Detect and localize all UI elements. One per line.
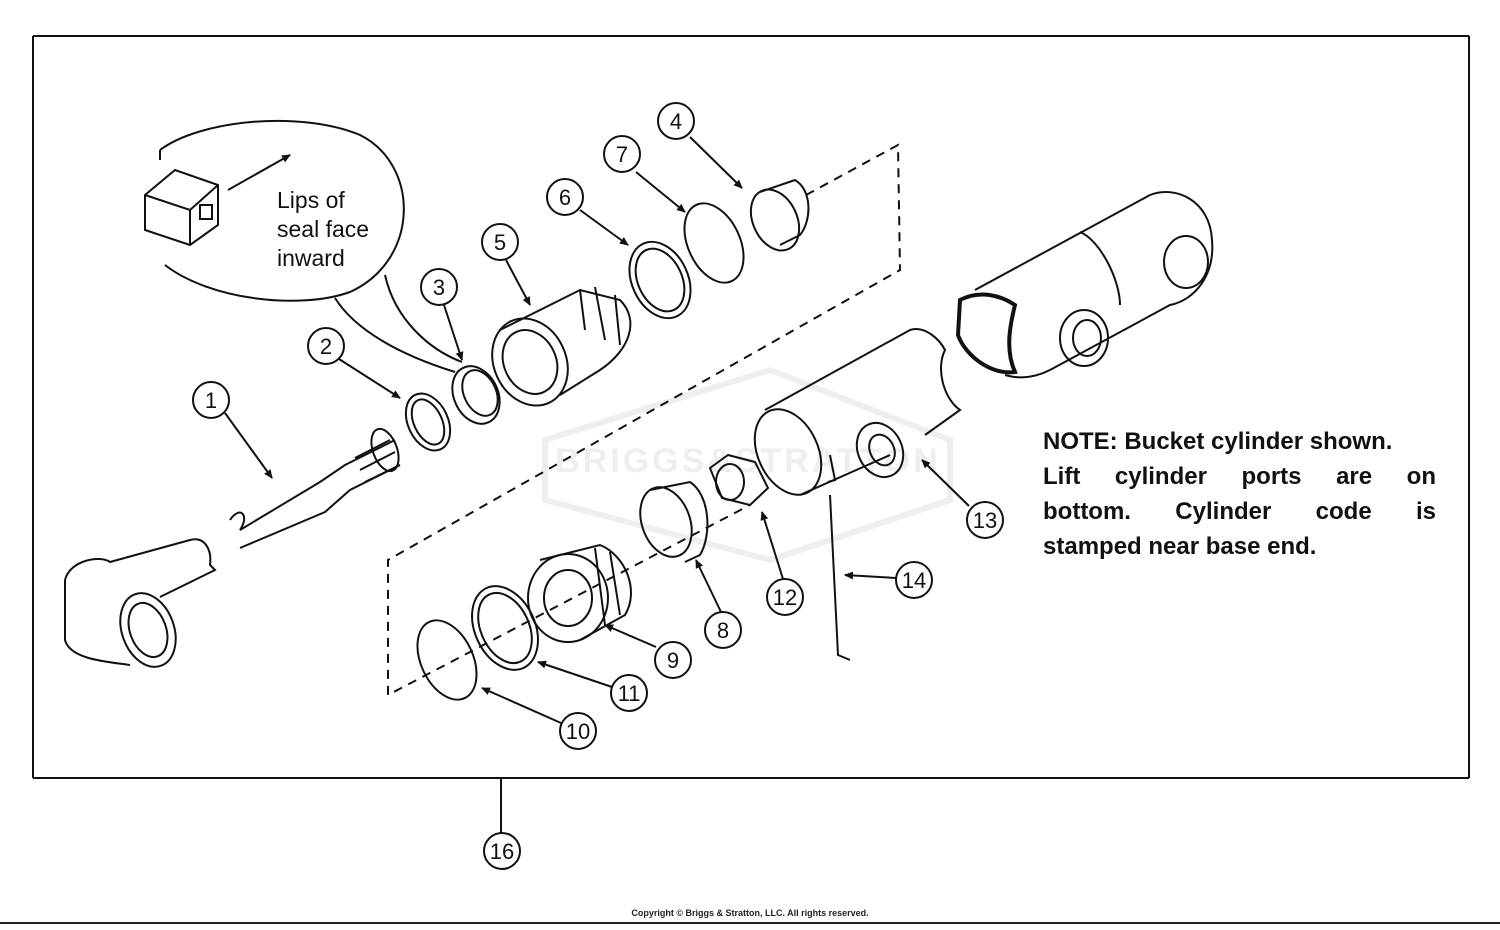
- part-number-16: 16: [490, 839, 514, 864]
- part-label-5: [481, 223, 519, 261]
- part-number-4: 4: [670, 109, 682, 134]
- copyright-notice: Copyright © Briggs & Stratton, LLC. All …: [631, 908, 869, 918]
- callout-line: Lips of: [277, 187, 345, 213]
- part-number-8: 8: [717, 618, 729, 643]
- diagram-frame: [32, 35, 1470, 833]
- part-number-7: 7: [616, 142, 628, 167]
- part-cylinder-end: [955, 191, 1214, 379]
- part-number-10: 10: [566, 719, 590, 744]
- part-rod: [64, 427, 401, 668]
- note-line: stamped near base end.: [1043, 533, 1317, 560]
- part-label-14: [895, 561, 933, 599]
- part-label-16: [483, 832, 521, 870]
- part-label-10: [559, 712, 597, 750]
- leader-lines: [224, 136, 970, 724]
- part-label-13: [966, 501, 1004, 539]
- part-number-5: 5: [494, 230, 506, 255]
- part-label-12: [766, 578, 804, 616]
- part-label-8: [704, 611, 742, 649]
- part-label-9: [654, 641, 692, 679]
- part-number-11: 11: [618, 681, 641, 706]
- part-label-1: [192, 381, 230, 419]
- part-number-2: 2: [320, 334, 332, 359]
- part-label-2: [307, 327, 345, 365]
- callout-line: seal face: [277, 216, 370, 242]
- part-label-3: [420, 268, 458, 306]
- part-number-13: 13: [973, 508, 997, 533]
- part-label-7: [603, 135, 641, 173]
- part-seal-rings-upper: [628, 178, 810, 320]
- part-label-4: [657, 102, 695, 140]
- seal-callout-text: Lips of seal face inward: [277, 186, 369, 273]
- part-label-bubbles: [192, 102, 1004, 870]
- note-line: Lift cylinder ports are on: [1043, 463, 1436, 490]
- footer-divider: [0, 922, 1500, 924]
- part-number-3: 3: [433, 275, 445, 300]
- note-line: NOTE: Bucket cylinder shown.: [1043, 428, 1393, 455]
- cylinder-note: NOTE: Bucket cylinder shown. Lift cylind…: [1043, 424, 1436, 564]
- part-number-1: 1: [205, 388, 217, 413]
- callout-line: inward: [277, 245, 345, 271]
- part-cylinder-barrel: [753, 328, 962, 496]
- seal-kit-dashed-outline: [387, 143, 902, 697]
- part-piston-group: [416, 453, 770, 701]
- part-label-11: [610, 674, 648, 712]
- note-line: bottom. Cylinder code is: [1043, 498, 1436, 525]
- part-number-6: 6: [559, 185, 571, 210]
- part-number-9: 9: [667, 648, 679, 673]
- part-label-numbers: 1 2 3 4 5 6 7 8 9 10 11 12 13 14 16: [205, 109, 997, 864]
- part-number-12: 12: [773, 585, 797, 610]
- part-label-6: [546, 178, 584, 216]
- part-seal-rings-left: [404, 365, 501, 452]
- part-gland: [491, 286, 632, 407]
- part-pin: [829, 494, 851, 661]
- part-number-14: 14: [902, 568, 926, 593]
- seal-lip-callout: [144, 119, 463, 373]
